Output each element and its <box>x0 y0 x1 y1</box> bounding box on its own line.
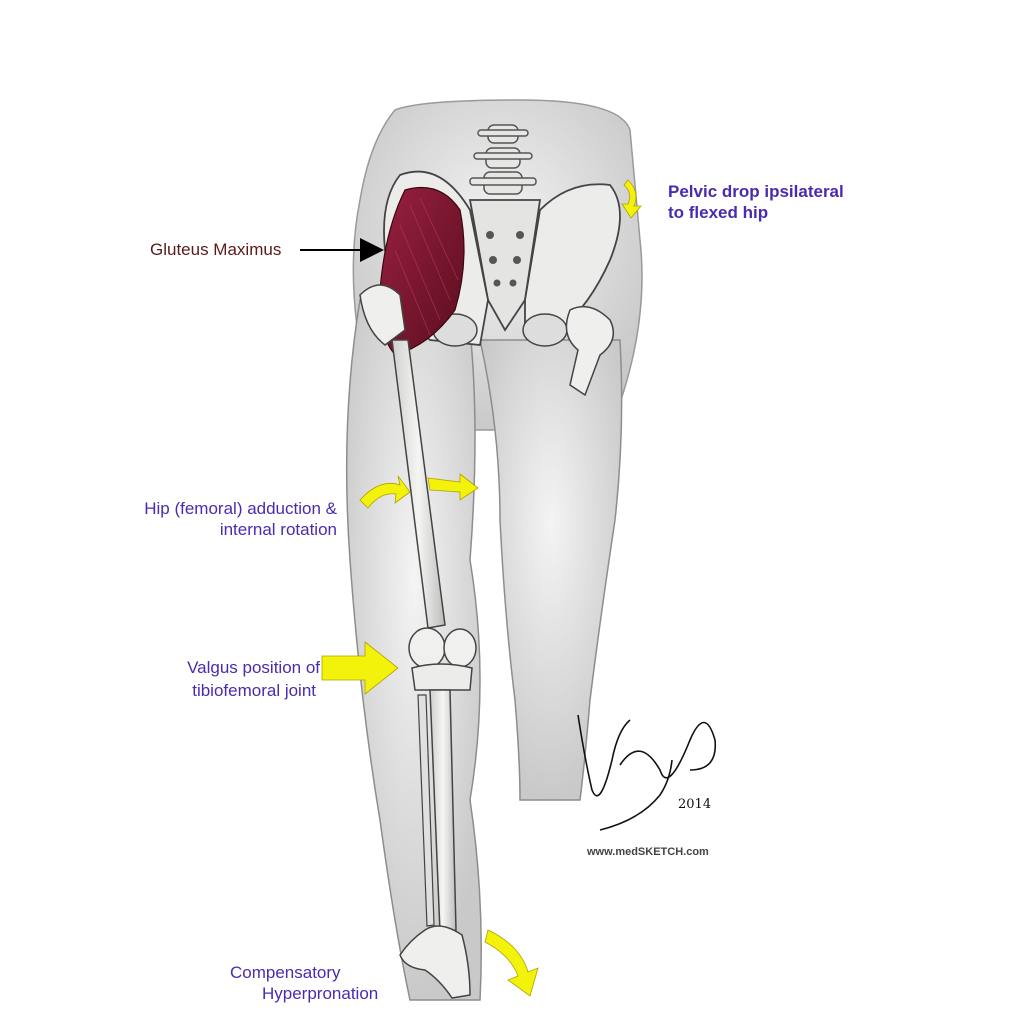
hyperpronation-arrow <box>484 929 539 997</box>
hip-adduction-arrow <box>359 473 479 509</box>
label-hyperpronation-line2: Hyperpronation <box>262 984 379 1003</box>
label-valgus-line1: Valgus position of <box>187 658 320 677</box>
muscle-fibers <box>394 197 459 336</box>
label-gluteus-maximus: Gluteus Maximus <box>150 240 282 259</box>
label-pelvic-drop-line1: Pelvic drop ipsilateral <box>668 182 844 201</box>
right-leg-skeleton <box>565 305 615 397</box>
lumbar-spine <box>469 124 537 195</box>
pelvic-drop-arrow <box>621 179 642 219</box>
label-hyperpronation-line1: Compensatory <box>230 963 341 982</box>
valgus-arrow <box>321 641 399 695</box>
credit-url: www.medSKETCH.com <box>587 846 709 858</box>
left-leg-skeleton <box>359 284 477 999</box>
label-hip-adduction-line1: Hip (femoral) adduction & <box>144 499 337 518</box>
label-hip-adduction-line2: internal rotation <box>219 520 337 539</box>
gluteus-pointer-arrow <box>300 238 384 262</box>
label-valgus-line2: tibiofemoral joint <box>192 681 316 700</box>
artist-signature: 2014 <box>577 714 717 831</box>
svg-text:2014: 2014 <box>678 797 711 812</box>
label-pelvic-drop-line2: to flexed hip <box>668 203 769 222</box>
